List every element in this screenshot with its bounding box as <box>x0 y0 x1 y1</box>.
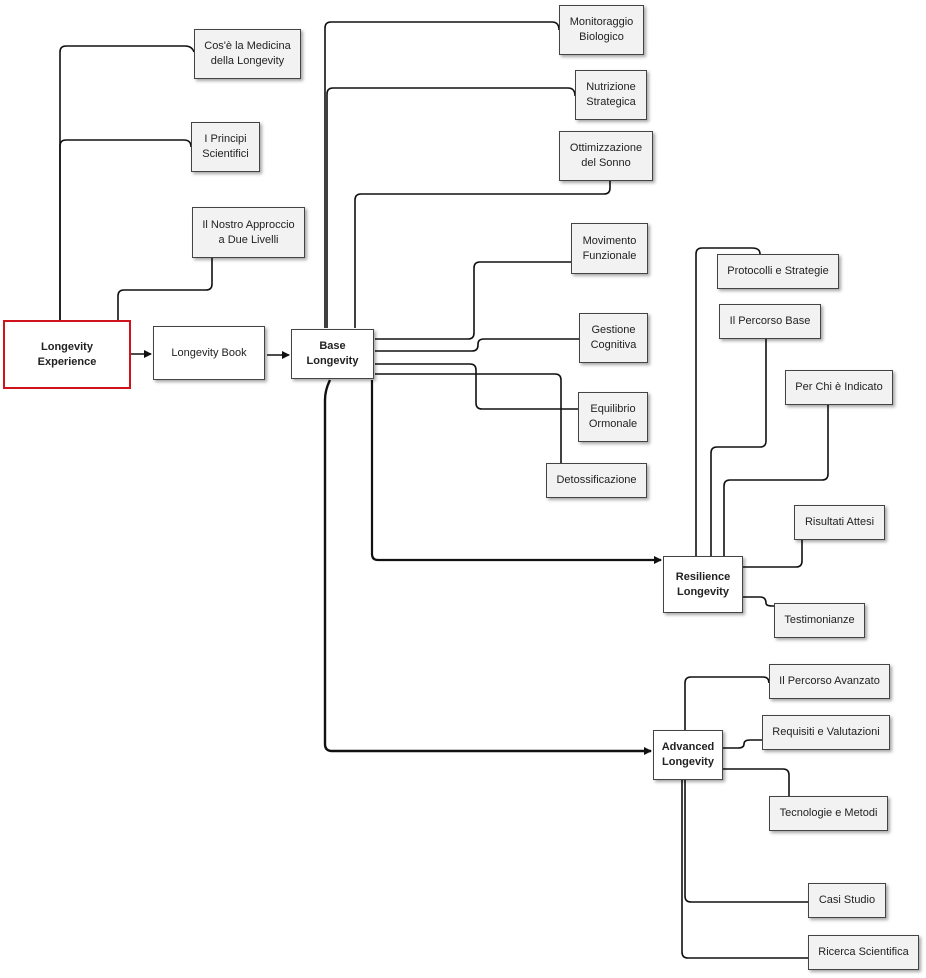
edge-base-advanced <box>323 379 652 755</box>
node-gestione-cognitiva[interactable]: Gestione Cognitiva <box>579 313 648 363</box>
edge-advanced-percorso-avanzato <box>684 676 770 730</box>
edge-base-monitoraggio <box>324 21 560 328</box>
node-nostro-approccio[interactable]: Il Nostro Approccio a Due Livelli <box>192 207 305 258</box>
node-risultati-attesi[interactable]: Risultati Attesi <box>794 505 885 540</box>
node-monitoraggio-biologico[interactable]: Monitoraggio Biologico <box>559 5 644 55</box>
edge-advanced-casi <box>684 780 808 903</box>
edge-root-approccio <box>117 258 213 320</box>
node-ottimizzazione-sonno[interactable]: Ottimizzazione del Sonno <box>559 131 653 181</box>
edge-base-sonno <box>354 181 611 328</box>
edge-base-equilibrio <box>375 363 578 410</box>
node-casi-studio[interactable]: Casi Studio <box>808 883 886 918</box>
node-advanced-longevity[interactable]: Advanced Longevity <box>653 730 723 780</box>
node-ricerca-scientifica[interactable]: Ricerca Scientifica <box>808 935 919 970</box>
edge-base-movimento <box>375 261 571 340</box>
node-protocolli-strategie[interactable]: Protocolli e Strategie <box>717 254 839 289</box>
edge-base-detox <box>375 373 562 463</box>
edge-root-principi <box>59 139 192 320</box>
edge-resilience-risultati <box>743 540 803 568</box>
node-percorso-base[interactable]: Il Percorso Base <box>719 304 821 339</box>
node-movimento-funzionale[interactable]: Movimento Funzionale <box>571 223 648 274</box>
node-equilibrio-ormonale[interactable]: Equilibrio Ormonale <box>578 392 648 442</box>
edge-base-resilience <box>370 380 662 564</box>
node-principi-scientifici[interactable]: I Principi Scientifici <box>191 122 260 172</box>
edge-advanced-requisiti <box>723 739 762 749</box>
edge-resilience-percorso-base <box>710 338 767 556</box>
node-testimonianze[interactable]: Testimonianze <box>774 603 865 638</box>
node-longevity-experience[interactable]: Longevity Experience <box>3 320 131 389</box>
edge-base-gestione <box>375 338 579 352</box>
node-per-chi-indicato[interactable]: Per Chi è Indicato <box>785 370 893 405</box>
edge-resilience-protocolli <box>695 247 761 556</box>
edge-root-cos-e <box>59 45 195 320</box>
node-resilience-longevity[interactable]: Resilience Longevity <box>663 556 743 613</box>
node-requisiti-valutazioni[interactable]: Requisiti e Valutazioni <box>762 715 890 750</box>
node-detossificazione[interactable]: Detossificazione <box>546 463 647 498</box>
edge-base-nutrizione <box>326 87 576 328</box>
edge-resilience-testimonianze <box>743 596 774 607</box>
node-tecnologie-metodi[interactable]: Tecnologie e Metodi <box>769 796 888 831</box>
node-base-longevity[interactable]: Base Longevity <box>291 329 374 379</box>
edge-advanced-ricerca <box>681 780 808 959</box>
node-percorso-avanzato[interactable]: Il Percorso Avanzato <box>769 664 890 699</box>
node-longevity-book[interactable]: Longevity Book <box>153 326 265 380</box>
edge-advanced-tecnologie <box>723 768 790 796</box>
node-nutrizione-strategica[interactable]: Nutrizione Strategica <box>575 70 647 120</box>
node-cos-e-la-medicina[interactable]: Cos'è la Medicina della Longevity <box>194 29 301 79</box>
edge-resilience-per-chi <box>723 405 829 556</box>
